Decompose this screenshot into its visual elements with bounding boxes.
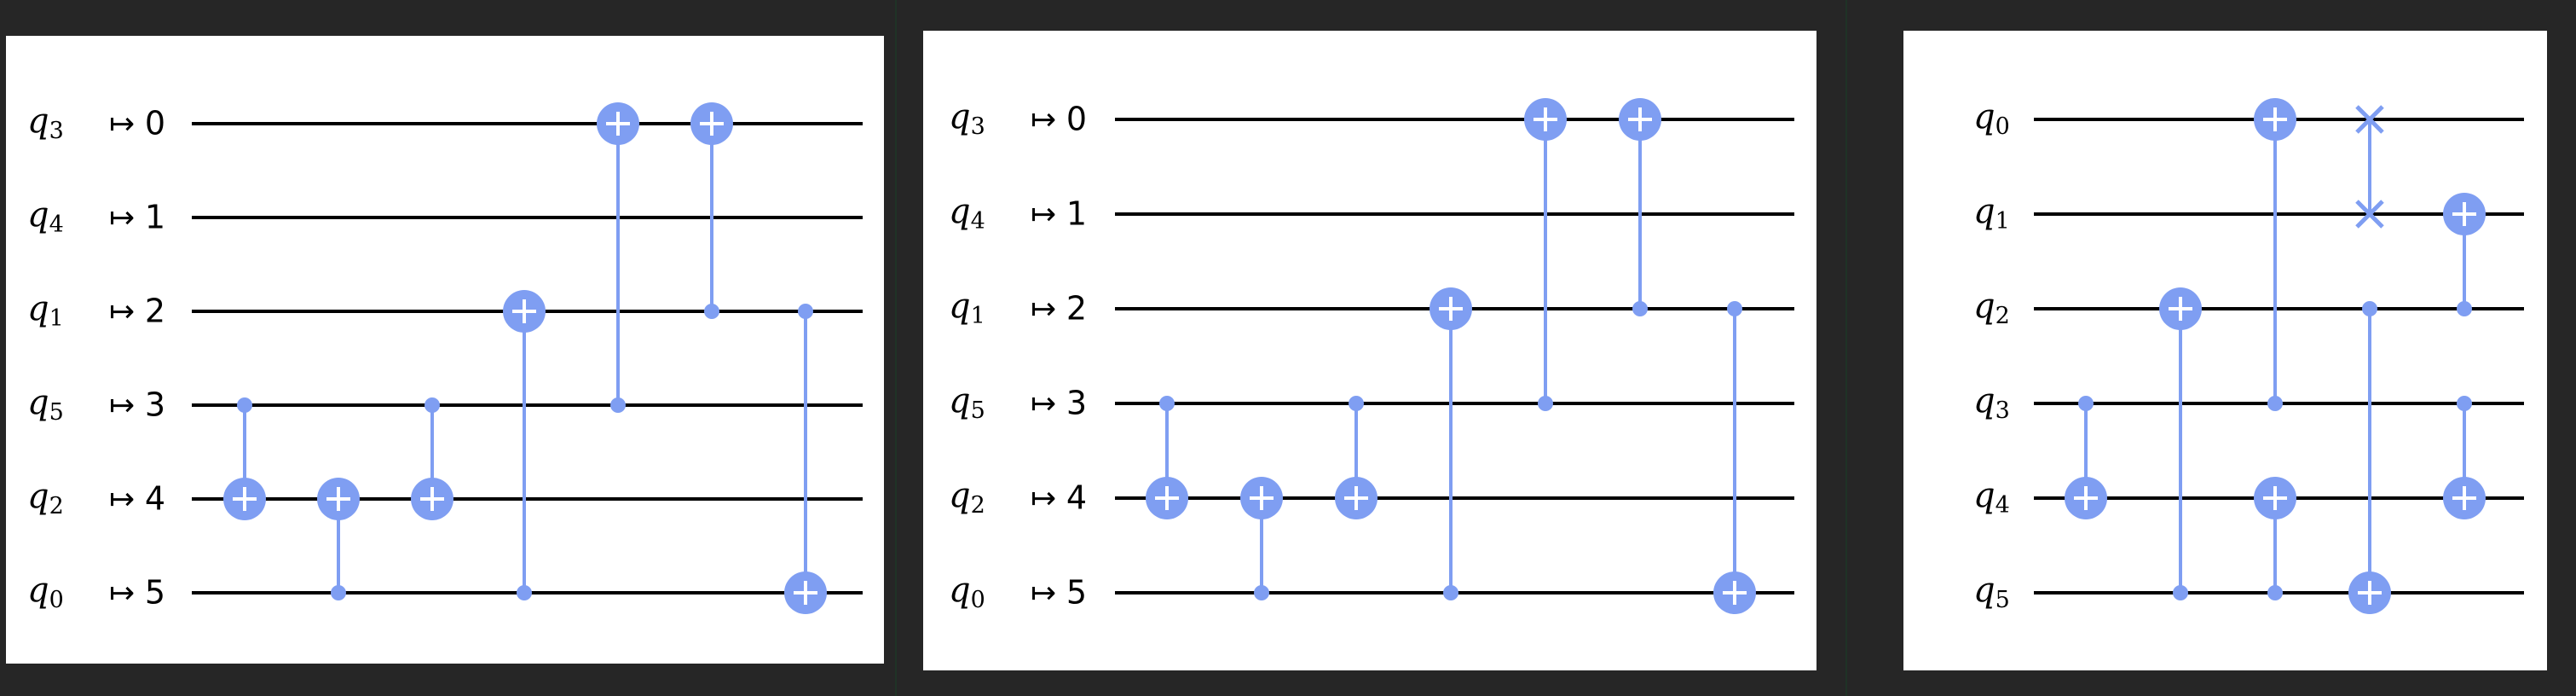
maps-to-arrow: ↦	[109, 482, 135, 517]
control-dot	[1443, 585, 1458, 600]
cnot-gate	[1524, 98, 1567, 411]
cnot-gate	[2348, 301, 2391, 614]
control-dot	[1632, 301, 1648, 316]
control-dot	[2173, 585, 2188, 600]
physical-index: 0	[1066, 101, 1087, 138]
maps-to-arrow: ↦	[109, 200, 135, 235]
maps-to-arrow: ↦	[1031, 386, 1056, 421]
cnot-gate	[1619, 98, 1661, 316]
cnot-gate	[1335, 396, 1378, 519]
physical-index: 5	[1066, 574, 1087, 612]
figure-divider	[1845, 0, 1847, 696]
qubit-label: q3	[1973, 381, 2010, 424]
maps-to-arrow: ↦	[109, 576, 135, 611]
control-dot	[610, 397, 626, 413]
cnot-gate	[223, 397, 266, 520]
qubit-label: q1	[1973, 192, 2010, 235]
qubit-label: q2	[27, 477, 64, 519]
physical-index: 1	[1066, 195, 1087, 233]
qubit-label: q4	[949, 192, 985, 235]
control-dot	[331, 585, 346, 600]
cnot-gate	[2254, 477, 2296, 600]
control-dot	[2457, 301, 2472, 316]
control-dot	[425, 397, 440, 413]
qubit-label: q1	[949, 287, 985, 329]
physical-index: 2	[145, 293, 165, 330]
physical-index: 3	[1066, 385, 1087, 422]
control-dot	[1159, 396, 1175, 411]
qubit-label: q3	[27, 102, 64, 144]
cnot-gate	[1240, 477, 1283, 600]
qubit-label: q5	[27, 383, 64, 426]
physical-index: 4	[1066, 479, 1087, 517]
circuit-panel-3: q0 q1 q2 q3 q4 q5	[1903, 31, 2547, 670]
control-dot	[1349, 396, 1364, 411]
circuit-diagram-3: q0 q1 q2 q3 q4 q5	[1973, 97, 2524, 614]
cnot-gate	[597, 102, 639, 413]
cnot-gate	[784, 304, 827, 614]
qubit-label: q1	[27, 289, 64, 332]
cnot-gate	[1146, 396, 1188, 519]
qubit-label: q0	[949, 571, 985, 613]
control-dot	[1727, 301, 1742, 316]
maps-to-arrow: ↦	[1031, 197, 1056, 232]
cnot-gate	[1430, 287, 1472, 600]
cnot-gate	[503, 290, 546, 600]
control-dot	[2362, 301, 2377, 316]
qubit-label: q0	[27, 571, 64, 613]
qubit-label: q0	[1973, 97, 2010, 140]
control-dot	[517, 585, 532, 600]
qubit-label: q4	[27, 195, 64, 238]
cnot-gate	[2443, 396, 2486, 519]
control-dot	[1538, 396, 1553, 411]
maps-to-arrow: ↦	[1031, 102, 1056, 137]
cnot-gate	[2254, 98, 2296, 411]
control-dot	[2267, 585, 2283, 600]
control-dot	[704, 304, 719, 319]
circuit-diagram-2: q3 ↦ 0 q4 ↦ 1 q1 ↦ 2 q5 ↦ 3 q2 ↦ 4 q0 ↦ 5	[949, 97, 1794, 614]
physical-index: 5	[145, 574, 165, 612]
maps-to-arrow: ↦	[109, 388, 135, 423]
physical-index: 1	[145, 199, 165, 236]
swap-gate	[2355, 105, 2384, 229]
cnot-gate	[1713, 301, 1756, 614]
control-dot	[2457, 396, 2472, 411]
swap-cross	[2355, 105, 2384, 134]
cnot-gate	[2443, 193, 2486, 316]
qubit-label: q2	[1973, 287, 2010, 329]
control-dot	[237, 397, 252, 413]
qubit-label: q3	[949, 97, 985, 140]
maps-to-arrow: ↦	[109, 294, 135, 329]
cnot-gate	[411, 397, 453, 520]
control-dot	[1254, 585, 1269, 600]
control-dot	[2078, 396, 2094, 411]
physical-index: 4	[145, 480, 165, 518]
figure-divider	[895, 0, 897, 696]
maps-to-arrow: ↦	[1031, 576, 1056, 611]
cnot-gate	[690, 102, 733, 319]
qubit-label: q4	[1973, 476, 2010, 519]
swap-cross	[2355, 200, 2384, 229]
circuit-diagram-1: q3 ↦ 0 q4 ↦ 1 q1 ↦ 2 q5 ↦ 3 q2 ↦ 4 q0 ↦ 5	[27, 102, 863, 614]
qubit-label: q2	[949, 476, 985, 519]
physical-index: 3	[145, 386, 165, 424]
cnot-gate	[2065, 396, 2107, 519]
cnot-gate	[2159, 287, 2202, 600]
circuit-panel-2: q3 ↦ 0 q4 ↦ 1 q1 ↦ 2 q5 ↦ 3 q2 ↦ 4 q0 ↦ 5	[923, 31, 1816, 670]
physical-index: 0	[145, 105, 165, 142]
maps-to-arrow: ↦	[1031, 292, 1056, 327]
qubit-label: q5	[1973, 571, 2010, 613]
control-dot	[798, 304, 813, 319]
physical-index: 2	[1066, 290, 1087, 328]
maps-to-arrow: ↦	[1031, 481, 1056, 516]
maps-to-arrow: ↦	[109, 107, 135, 142]
circuit-panel-1: q3 ↦ 0 q4 ↦ 1 q1 ↦ 2 q5 ↦ 3 q2 ↦ 4 q0 ↦ 5	[6, 36, 884, 664]
cnot-gate	[317, 478, 360, 600]
control-dot	[2267, 396, 2283, 411]
qubit-label: q5	[949, 381, 985, 424]
